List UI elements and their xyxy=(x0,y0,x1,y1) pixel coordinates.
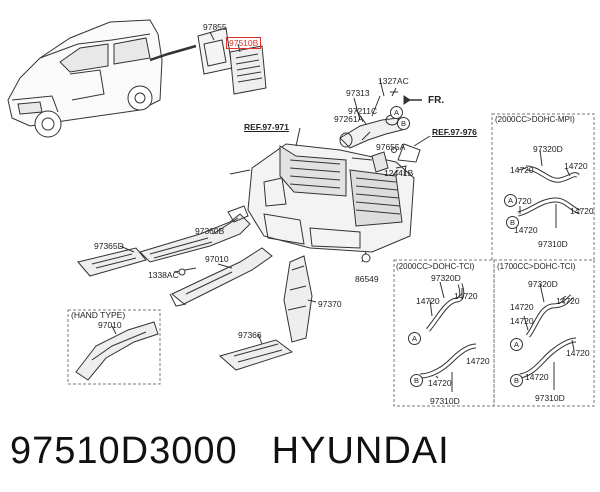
callout-97313: 97313 xyxy=(346,88,370,98)
vehicle-illustration xyxy=(7,19,163,138)
vent-grille-97510b xyxy=(229,45,267,95)
front-direction-label: FR. xyxy=(428,95,445,106)
callout-1338ac: 1338AC xyxy=(148,270,179,280)
callout-97010-hand-type: 97010 xyxy=(98,320,122,330)
vent-panel-97855 xyxy=(197,27,233,75)
callout-97370: 97370 xyxy=(318,299,342,309)
mpi-marker-a: A xyxy=(504,194,517,207)
part-number: 97510D3000 xyxy=(10,430,238,472)
duct-97360b xyxy=(139,205,251,263)
tci2000-box-title: (2000CC>DOHC-TCI) xyxy=(396,262,475,271)
tci1700-hose-14720-c: 14720 xyxy=(510,316,534,326)
tci2000-marker-b: B xyxy=(410,374,423,387)
air-intake-duct xyxy=(339,95,421,163)
mpi-hose-14720-e: 14720 xyxy=(514,225,538,235)
mpi-part-97320d: 97320D xyxy=(533,144,563,154)
tci1700-hose-14720-d: 14720 xyxy=(566,348,590,358)
tci2000-part-97320d: 97320D xyxy=(431,273,461,283)
marker-b: B xyxy=(397,117,410,130)
hvac-housing xyxy=(247,143,415,253)
marker-a: A xyxy=(390,106,403,119)
mpi-hose-14720-a: 14720 xyxy=(564,161,588,171)
tci2000-hose-14720-a: 14720 xyxy=(416,296,440,306)
tci1700-marker-b: B xyxy=(510,374,523,387)
tci1700-hose-14720-e: 14720 xyxy=(525,372,549,382)
callout-97366: 97366 xyxy=(238,330,262,340)
duct-hand-type xyxy=(75,321,159,381)
tci2000-part-97310d: 97310D xyxy=(430,396,460,406)
callout-ref-97-976: REF.97-976 xyxy=(432,127,477,137)
duct-97370 xyxy=(283,255,313,343)
tci2000-hose-14720-d: 14720 xyxy=(428,378,452,388)
mpi-hose-14720-c: 14720 xyxy=(508,196,532,206)
tci2000-marker-a: A xyxy=(408,332,421,345)
tci1700-box-title: (1700CC>DOHC-TCI) xyxy=(497,262,576,271)
callout-86549: 86549 xyxy=(355,274,379,284)
tci1700-hose-14720-a: 14720 xyxy=(510,302,534,312)
tci1700-part-97310d: 97310D xyxy=(535,393,565,403)
mpi-hose-14720-b: 14720 xyxy=(510,165,534,175)
mpi-box-title: (2000CC>DOHC-MPI) xyxy=(495,115,575,124)
tci1700-hose-14720-b: 14720 xyxy=(556,296,580,306)
callout-hand-type: (HAND TYPE) xyxy=(71,310,126,320)
tci2000-hose-14720-b: 14720 xyxy=(454,291,478,301)
callout-97855: 97855 xyxy=(203,22,227,32)
mpi-part-97310d: 97310D xyxy=(538,239,568,249)
callout-97261a: 97261A xyxy=(334,114,364,124)
callout-97655a: 97655A xyxy=(376,142,406,152)
callout-12441b: 12441B xyxy=(384,168,414,178)
mpi-marker-b: B xyxy=(506,216,519,229)
tci2000-hose-14720-c: 14720 xyxy=(466,356,490,366)
callout-1327ac: 1327AC xyxy=(378,76,409,86)
duct-97365d xyxy=(77,247,147,277)
tci1700-part-97320d: 97320D xyxy=(528,279,558,289)
callout-97510b-highlighted: 97510B xyxy=(226,37,262,49)
mpi-hose-14720-d: 14720 xyxy=(570,206,594,216)
callout-97010: 97010 xyxy=(205,254,229,264)
brand-name: HYUNDAI xyxy=(271,430,450,472)
duct-97366 xyxy=(218,339,294,371)
duct-97010 xyxy=(169,247,273,307)
tci1700-marker-a: A xyxy=(510,338,523,351)
part-caption: 97510D3000 HYUNDAI xyxy=(10,430,484,473)
callout-ref-97-971: REF.97-971 xyxy=(244,122,289,132)
callout-97360b: 97360B xyxy=(195,226,225,236)
callout-97211c: 97211C xyxy=(348,106,378,116)
callout-97365d: 97365D xyxy=(94,241,124,251)
